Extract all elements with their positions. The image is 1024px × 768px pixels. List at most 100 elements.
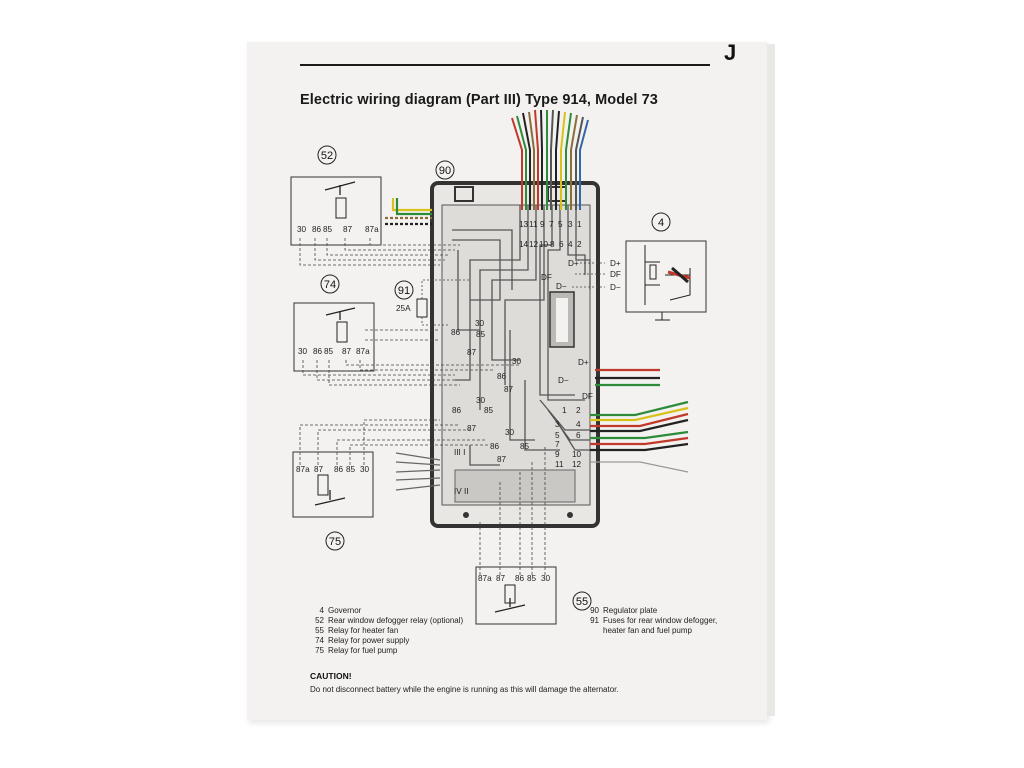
svg-text:2: 2 <box>577 240 582 249</box>
svg-text:86: 86 <box>312 225 322 234</box>
svg-text:5: 5 <box>555 431 560 440</box>
harness-52 <box>385 198 432 226</box>
svg-text:3: 3 <box>555 420 560 429</box>
page-corner-mark: J <box>724 40 737 65</box>
component-label-52: 52 <box>317 145 337 165</box>
svg-text:85: 85 <box>520 442 530 451</box>
governor: D+ DF D− <box>572 240 707 321</box>
svg-text:87: 87 <box>467 424 477 433</box>
svg-text:86: 86 <box>490 442 500 451</box>
regulator-plate: 13 11 9 7 5 3 1 14 12 10 8 6 4 2 1 3 5 7… <box>430 181 600 528</box>
svg-text:87a: 87a <box>478 574 492 583</box>
svg-text:14: 14 <box>519 240 529 249</box>
svg-text:25A: 25A <box>396 304 411 313</box>
svg-text:86: 86 <box>313 347 323 356</box>
svg-text:4: 4 <box>658 217 664 229</box>
svg-text:D+: D+ <box>610 259 621 268</box>
svg-text:86: 86 <box>452 406 462 415</box>
svg-text:11: 11 <box>555 460 564 469</box>
svg-text:30: 30 <box>476 396 486 405</box>
svg-text:6: 6 <box>559 240 564 249</box>
svg-text:12: 12 <box>529 240 539 249</box>
svg-text:DF: DF <box>610 270 621 279</box>
svg-text:75: 75 <box>329 536 341 548</box>
harness-top <box>511 109 589 210</box>
svg-text:85: 85 <box>484 406 494 415</box>
svg-text:30: 30 <box>475 319 485 328</box>
svg-text:87: 87 <box>343 225 353 234</box>
svg-text:D−: D− <box>556 282 567 291</box>
svg-text:12: 12 <box>572 460 582 469</box>
svg-text:74: 74 <box>324 279 336 291</box>
svg-text:87: 87 <box>342 347 352 356</box>
svg-text:DF: DF <box>541 273 552 282</box>
caution-heading: CAUTION! <box>310 671 352 681</box>
component-label-55: 55 <box>572 591 592 611</box>
svg-text:30: 30 <box>512 357 522 366</box>
svg-text:13: 13 <box>519 220 529 229</box>
svg-text:86: 86 <box>515 574 525 583</box>
svg-text:87: 87 <box>467 348 477 357</box>
svg-text:10: 10 <box>539 240 549 249</box>
svg-text:52: 52 <box>321 150 333 162</box>
svg-text:IV II: IV II <box>454 487 469 496</box>
svg-text:85: 85 <box>527 574 537 583</box>
legend-item: heater fan and fuel pump <box>603 626 692 635</box>
svg-text:7: 7 <box>549 220 554 229</box>
component-label-90: 90 <box>435 160 455 180</box>
svg-text:85: 85 <box>324 347 334 356</box>
svg-text:30: 30 <box>298 347 308 356</box>
svg-text:87a: 87a <box>365 225 379 234</box>
page-title: Electric wiring diagram (Part III) Type … <box>300 92 658 108</box>
svg-text:III I: III I <box>454 448 465 457</box>
svg-text:85: 85 <box>323 225 333 234</box>
fuse-91: 25A <box>396 279 470 326</box>
component-label-91: 91 <box>394 280 414 300</box>
svg-text:2: 2 <box>576 406 581 415</box>
svg-text:87: 87 <box>496 574 506 583</box>
svg-text:11: 11 <box>529 220 538 229</box>
svg-text:9: 9 <box>555 450 560 459</box>
svg-text:87a: 87a <box>356 347 370 356</box>
svg-text:6: 6 <box>576 431 581 440</box>
relay-52: 30 86 85 87 87a <box>290 176 382 246</box>
svg-text:90: 90 <box>439 165 451 177</box>
svg-text:86: 86 <box>497 372 507 381</box>
relay-75: 87a 87 86 85 30 <box>292 451 374 518</box>
relay-55: 87a 87 86 85 30 <box>475 566 557 625</box>
component-label-75: 75 <box>325 531 345 551</box>
page-edge <box>767 44 775 716</box>
interconnect-wires <box>299 238 546 575</box>
svg-text:10: 10 <box>572 450 582 459</box>
header-rule <box>300 64 710 66</box>
svg-text:4: 4 <box>568 240 573 249</box>
svg-text:30: 30 <box>541 574 551 583</box>
harness-left <box>395 452 441 491</box>
svg-text:30: 30 <box>297 225 307 234</box>
svg-text:1: 1 <box>562 406 567 415</box>
svg-text:87: 87 <box>314 465 324 474</box>
component-label-74: 74 <box>320 274 340 294</box>
relay-74: 30 86 85 87 87a <box>293 302 375 372</box>
svg-text:7: 7 <box>555 440 560 449</box>
svg-text:D+: D+ <box>568 259 579 268</box>
svg-text:4: 4 <box>576 420 581 429</box>
svg-text:55: 55 <box>576 596 588 608</box>
svg-text:87a: 87a <box>296 465 310 474</box>
svg-text:87: 87 <box>497 455 507 464</box>
harness-right <box>590 368 689 473</box>
svg-text:86: 86 <box>451 328 461 337</box>
svg-text:5: 5 <box>558 220 563 229</box>
svg-text:30: 30 <box>505 428 515 437</box>
svg-text:87: 87 <box>504 385 514 394</box>
svg-text:30: 30 <box>360 465 370 474</box>
